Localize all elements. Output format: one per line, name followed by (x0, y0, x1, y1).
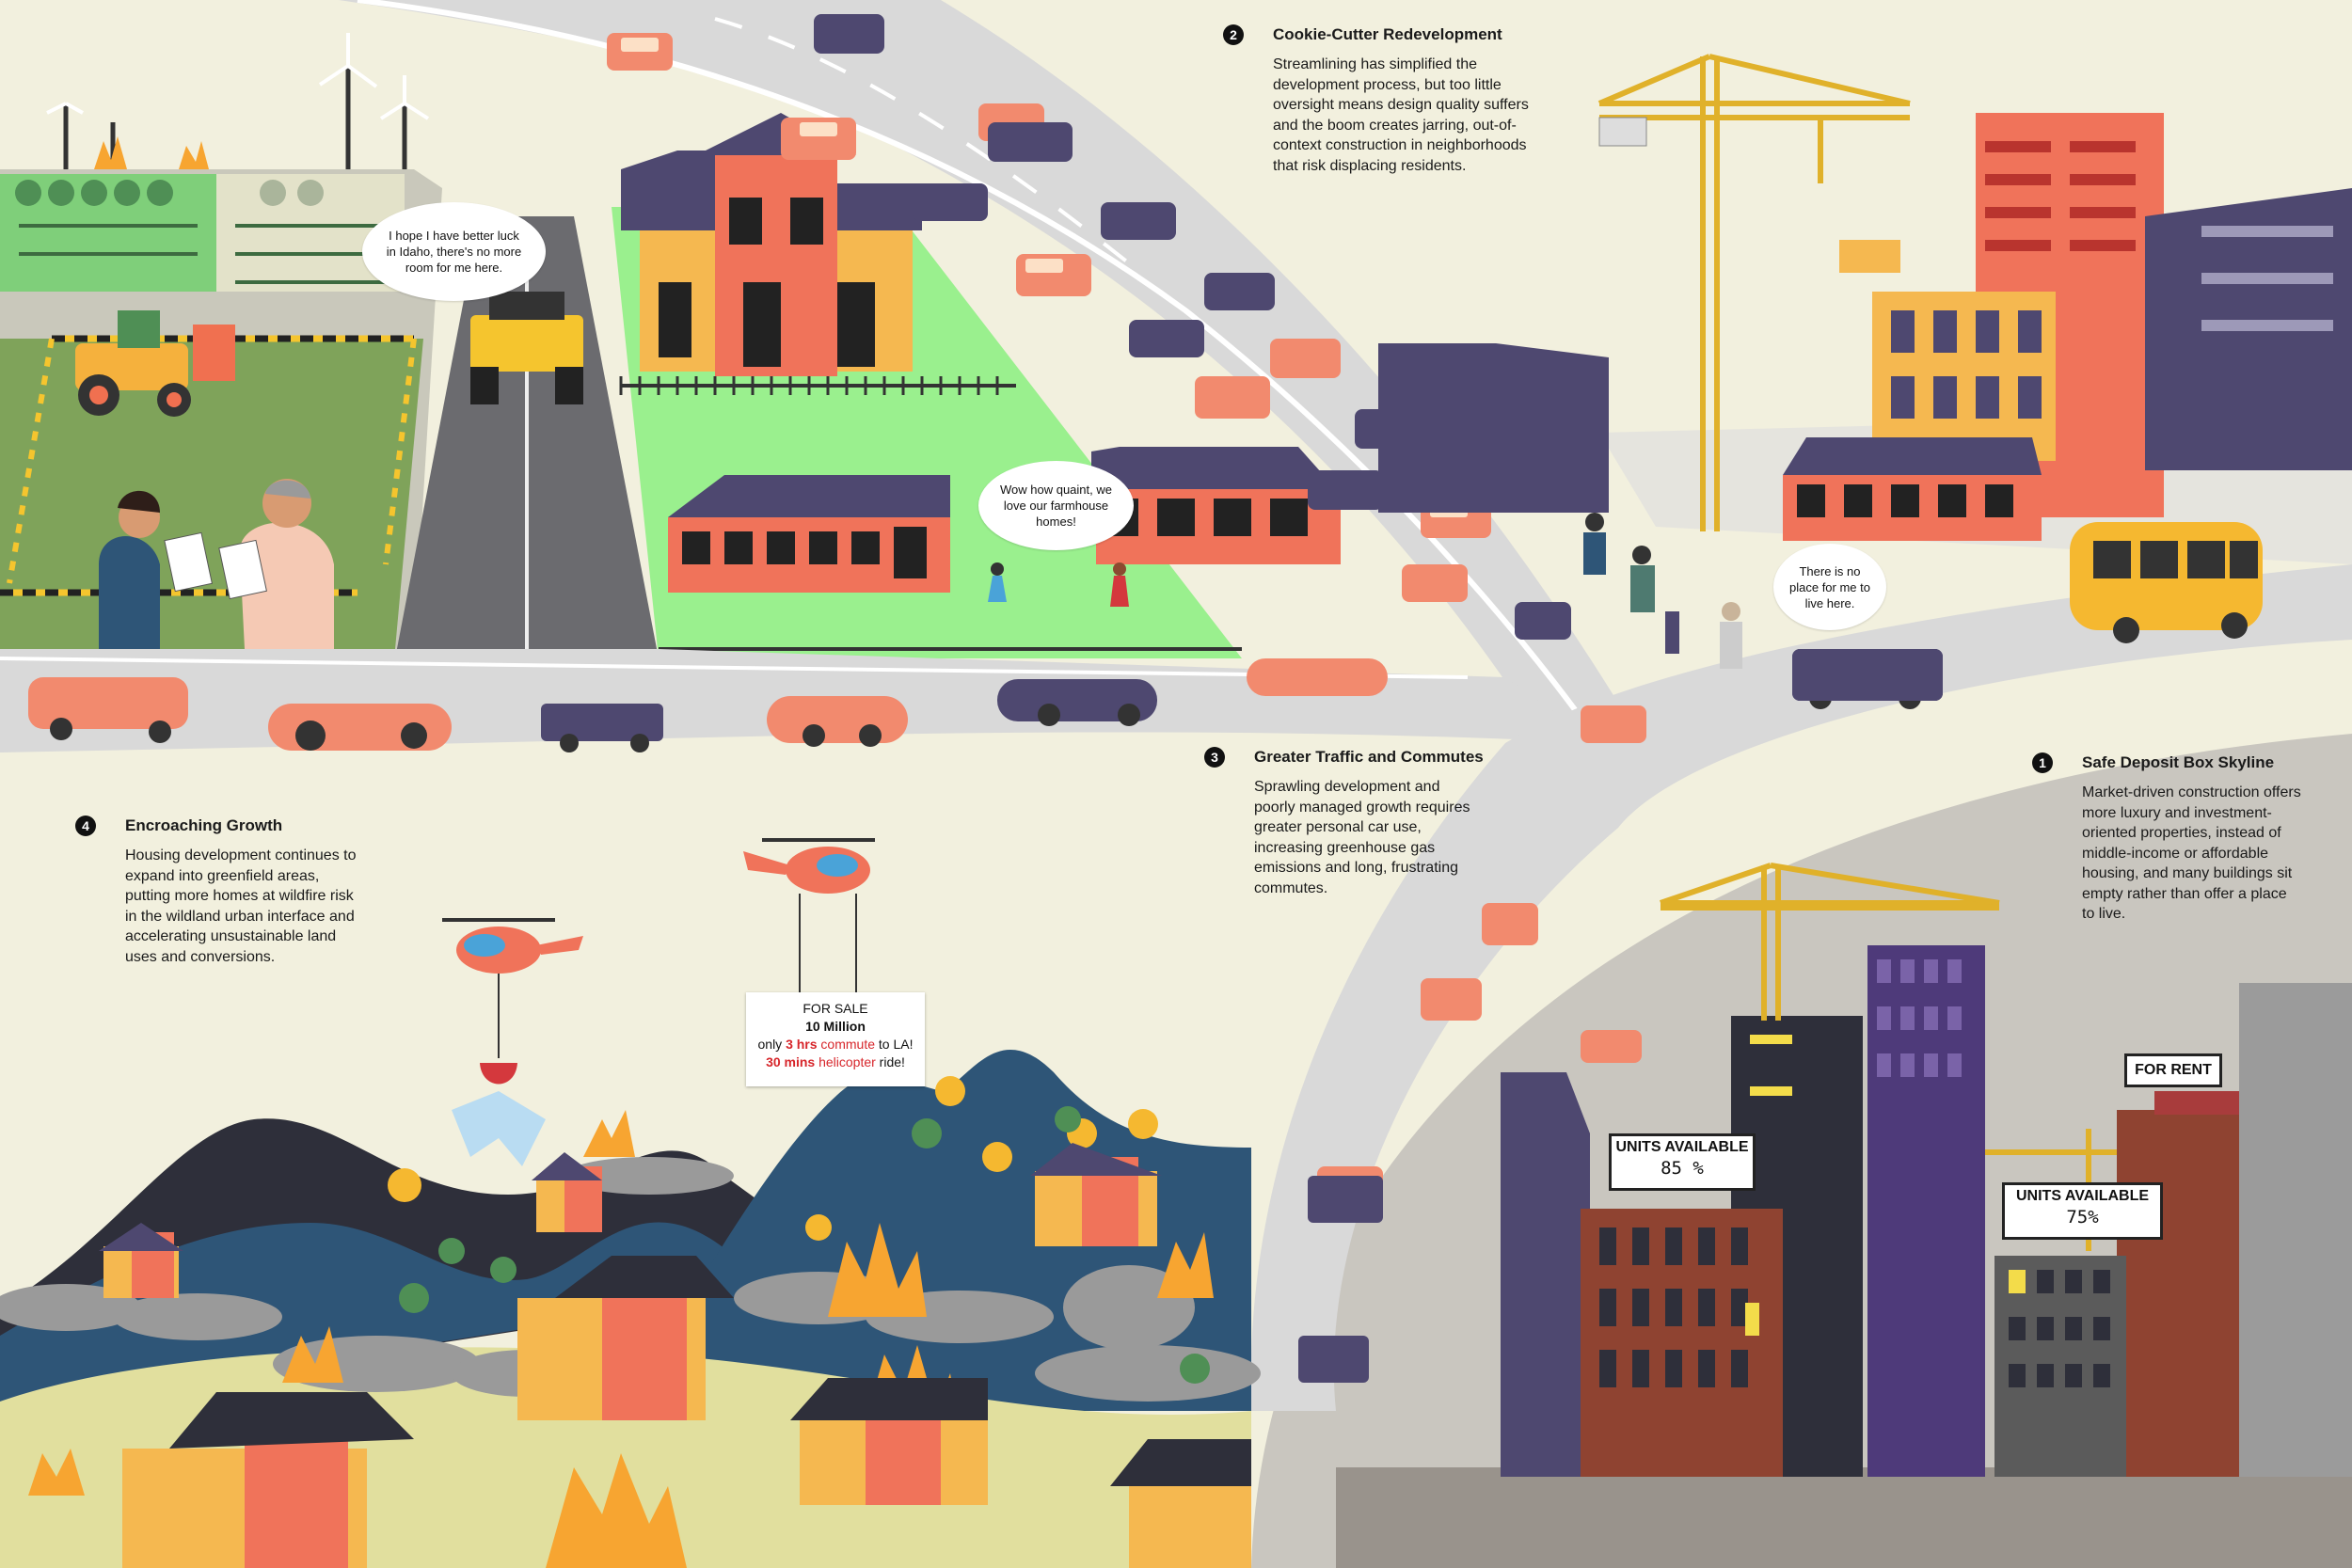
city-road (1250, 564, 2352, 1411)
callout-number: 1 (2032, 752, 2053, 773)
callout-title: Encroaching Growth (125, 816, 283, 834)
wildfire-hills (0, 1049, 1261, 1568)
displaced-residents (1583, 513, 1742, 669)
callout-encroaching: 4 Encroaching Growth Housing development… (75, 816, 386, 967)
farm-area (0, 33, 442, 649)
sign-value: 75% (2066, 1207, 2099, 1227)
speech-bubble-no-place: There is no place for me to live here. (1773, 544, 1886, 630)
callout-skyline: 1 Safe Deposit Box Skyline Market-driven… (2032, 752, 2352, 925)
for-rent-sign: FOR RENT (2124, 1053, 2222, 1087)
callout-body: Sprawling development and poorly managed… (1254, 779, 1470, 896)
callout-title: Safe Deposit Box Skyline (2082, 753, 2275, 771)
callout-cookie-cutter: 2 Cookie-Cutter Redevelopment Streamlini… (1223, 24, 1581, 176)
for-sale-commute: only 3 hrs commute to LA! (757, 1037, 914, 1052)
callout-body: Streamlining has simplified the developm… (1273, 56, 1529, 174)
callout-body: Housing development continues to expand … (125, 847, 357, 965)
helicopter-1 (442, 918, 583, 1166)
ranch-house-1 (668, 475, 950, 593)
for-sale-price: 10 Million (805, 1019, 866, 1034)
city-bus (2070, 522, 2263, 643)
callout-body: Market-driven construction offers more l… (2082, 784, 2301, 922)
for-sale-title: FOR SALE (803, 1001, 868, 1016)
callout-number: 4 (75, 816, 96, 836)
units-available-sign-1: UNITS AVAILABLE 85 % (1609, 1133, 1756, 1191)
sign-label: UNITS AVAILABLE (1615, 1139, 1749, 1155)
helicopter-2 (743, 838, 875, 992)
callout-title: Greater Traffic and Commutes (1254, 748, 1484, 766)
construction-crane-top (1597, 54, 1911, 531)
callout-title: Cookie-Cutter Redevelopment (1273, 25, 1502, 43)
for-sale-helicopter: 30 mins helicopter ride! (766, 1054, 905, 1069)
farmhouse-two-story (621, 113, 922, 376)
luxury-skyline (1501, 945, 2352, 1477)
callout-traffic: 3 Greater Traffic and Commutes Sprawling… (1204, 747, 1543, 898)
ranch-house-2 (1091, 447, 1341, 564)
sign-value: 85 % (1661, 1158, 1704, 1179)
redevelopment-buildings (1378, 113, 2352, 541)
speech-bubble-farmhouse: Wow how quaint, we love our farmhouse ho… (978, 461, 1134, 550)
speech-bubble-idaho: I hope I have better luck in Idaho, ther… (362, 202, 546, 301)
units-available-sign-2: UNITS AVAILABLE 75% (2002, 1182, 2163, 1240)
callout-number: 2 (1223, 24, 1244, 45)
sign-label: UNITS AVAILABLE (2015, 1188, 2150, 1204)
for-sale-banner: FOR SALE 10 Million only 3 hrs commute t… (746, 992, 925, 1086)
callout-number: 3 (1204, 747, 1225, 768)
traffic-cars (28, 14, 1943, 1383)
